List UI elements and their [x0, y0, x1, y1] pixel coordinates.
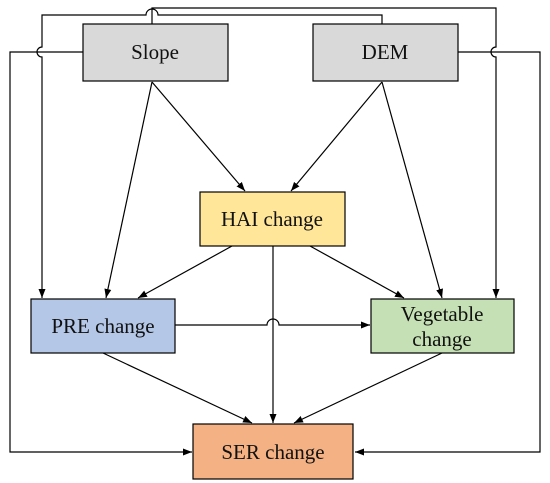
edge-slope-hai: [151, 81, 246, 192]
node-slope: Slope: [82, 23, 229, 82]
edge-hai-pre: [137, 245, 233, 299]
node-dem-label: DEM: [362, 40, 409, 64]
edge-dem-veg: [381, 81, 443, 299]
node-ser-label: SER change: [221, 440, 324, 464]
node-vegetable: Vegetable change: [370, 298, 515, 354]
edge-pre-ser: [102, 352, 253, 424]
node-dem-box: [312, 23, 459, 82]
node-pre-label: PRE change: [51, 314, 154, 338]
edges: [9, 7, 541, 456]
node-pre-box: [30, 298, 176, 354]
node-pre: PRE change: [30, 298, 176, 354]
edge-dem-hai: [290, 81, 383, 192]
node-vegetable-label-line2: change: [412, 327, 471, 351]
node-hai: HAI change: [199, 191, 346, 247]
node-hai-label: HAI change: [221, 207, 323, 231]
node-ser-box: [192, 423, 354, 480]
edge-dem-ser: [355, 51, 541, 456]
node-vegetable-box: [370, 298, 515, 354]
node-vegetable-label-line1: Vegetable: [401, 302, 484, 326]
node-dem: DEM: [312, 23, 459, 82]
edge-hai-veg: [309, 245, 405, 299]
edge-pre-veg: [175, 318, 370, 329]
node-slope-box: [82, 23, 229, 82]
edge-slope-veg: [151, 7, 500, 298]
edge-slope-ser: [9, 51, 192, 456]
node-hai-box: [199, 191, 346, 247]
edge-veg-ser: [293, 352, 443, 424]
edge-slope-pre: [104, 81, 153, 299]
node-ser: SER change: [192, 423, 354, 480]
edge-dem-pre: [36, 8, 383, 298]
node-slope-label: Slope: [131, 40, 179, 64]
